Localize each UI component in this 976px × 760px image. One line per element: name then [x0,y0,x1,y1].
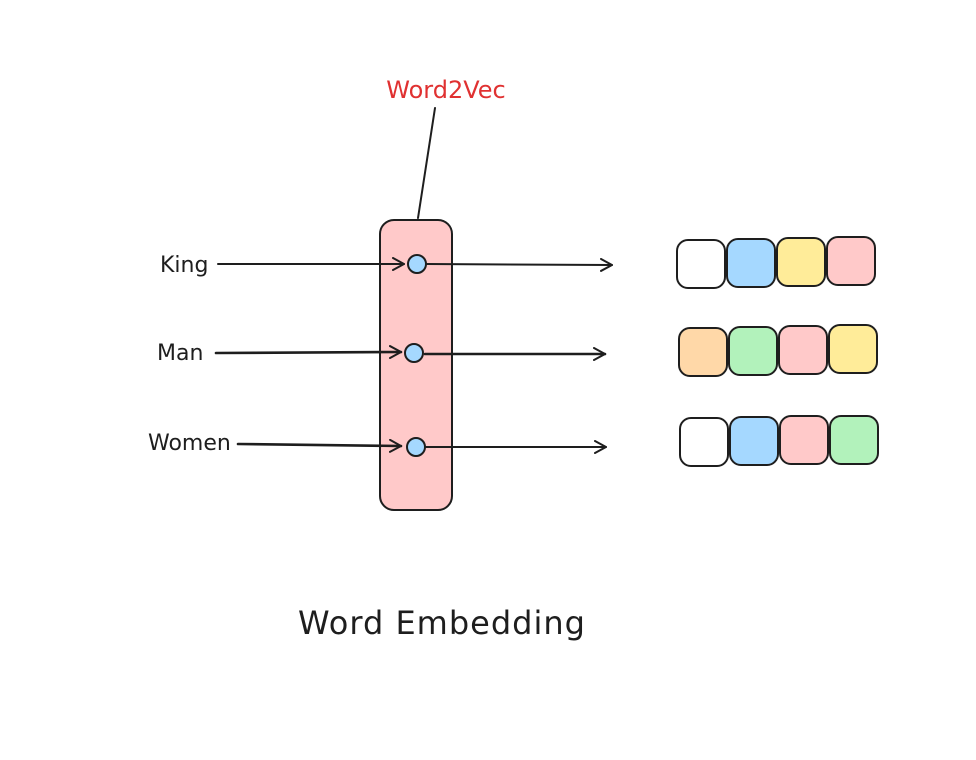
vector-cell [679,417,729,467]
vector-cell [729,416,779,466]
vector-cell [676,239,726,289]
vector-cell [778,325,828,375]
vector-cell [726,238,776,288]
embedding-row: King [160,236,876,289]
vector-cell [728,326,778,376]
vector-cell [828,324,878,374]
embedding-node [407,254,427,274]
vector-cell [829,415,879,465]
embedding-vector-man [678,324,878,377]
input-arrow [214,345,403,360]
embedding-row: Women [148,415,879,467]
word-label-man: Man [157,341,203,366]
word2vec-model-box [379,219,453,511]
vector-cell [779,415,829,465]
embedding-vector-king [676,236,876,289]
word-label-women: Women [148,431,231,456]
model-label-pointer [417,107,436,219]
embedding-vector-women [679,415,879,467]
diagram-caption: Word Embedding [298,604,586,642]
output-arrow [426,257,613,272]
model-label: Word2Vec [386,76,505,104]
embedding-node [406,437,426,457]
embedding-row: Man [157,324,878,377]
embedding-node [404,343,424,363]
input-arrow [236,438,403,453]
vector-cell [776,237,826,287]
vector-cell [678,327,728,377]
word-label-king: King [160,253,208,278]
vector-cell [826,236,876,286]
